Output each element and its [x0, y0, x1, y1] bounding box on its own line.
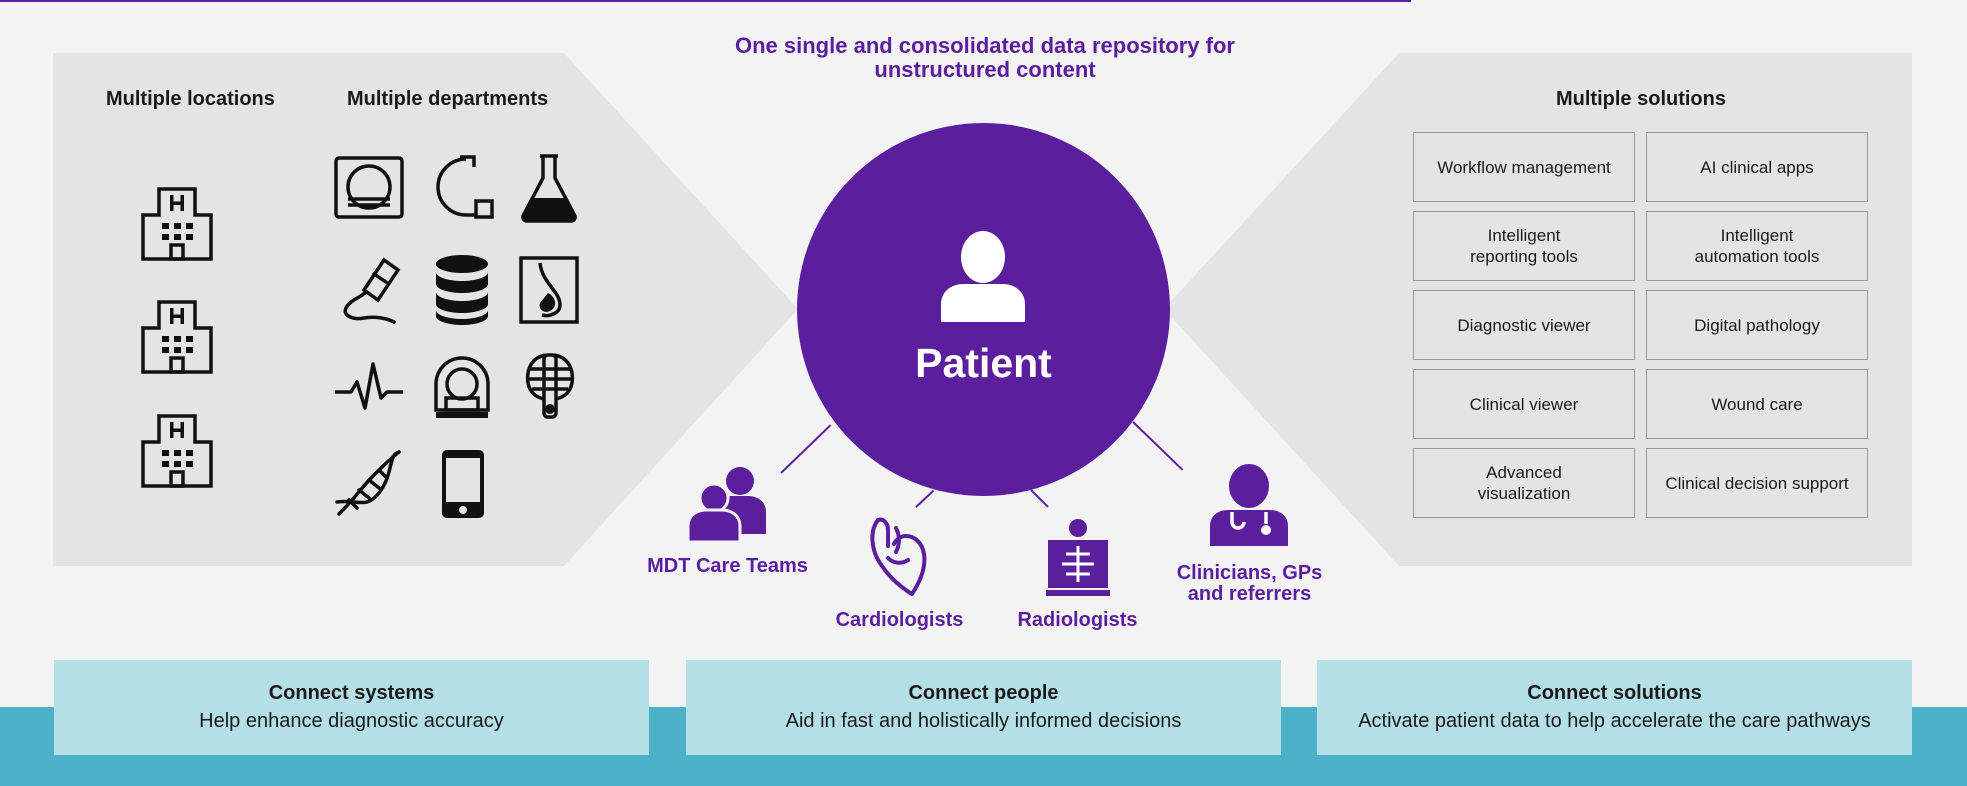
role-radiologists: Radiologists: [990, 610, 1165, 631]
solution-label-line: automation tools: [1694, 247, 1820, 266]
solution-label: Digital pathology: [1694, 315, 1820, 336]
top-accent-line: [0, 0, 1411, 2]
hospital-icon: [141, 414, 213, 488]
solution-label-line: reporting tools: [1470, 247, 1578, 266]
solution-label: Wound care: [1711, 394, 1802, 415]
database-icon: [436, 255, 488, 325]
connector-line: [915, 489, 935, 508]
solution-box: Diagnostic viewer: [1413, 290, 1635, 360]
radiologist-icon: [1046, 519, 1110, 596]
solution-box: Advanced visualization: [1413, 448, 1635, 518]
hospital-icon: [141, 187, 213, 261]
card-title: Connect systems: [268, 682, 435, 704]
solution-box: Intelligent reporting tools: [1413, 211, 1635, 281]
role-label: Radiologists: [1017, 609, 1138, 631]
connector-line: [1132, 421, 1184, 471]
card-connect-people: Connect people Aid in fast and holistica…: [686, 660, 1281, 755]
solution-label-line: Workflow management: [1437, 157, 1611, 177]
repository-tagline: One single and consolidated data reposit…: [700, 34, 1270, 82]
hospital-icon: [141, 300, 213, 374]
mri-scanner-icon: [334, 156, 404, 219]
heart-icon: [870, 517, 927, 596]
solution-label: Advanced visualization: [1478, 462, 1571, 504]
patient-icon: [941, 231, 1025, 322]
card-subtitle: Aid in fast and holistically informed de…: [785, 710, 1182, 732]
connector-line: [1030, 489, 1049, 508]
card-title: Connect solutions: [1527, 682, 1702, 704]
solution-label-line: Digital pathology: [1694, 315, 1820, 335]
solution-box: Wound care: [1646, 369, 1868, 439]
solution-label-line: Clinical viewer: [1469, 394, 1579, 414]
solution-label: Clinical decision support: [1665, 473, 1848, 494]
role-clinicians: Clinicians, GPs and referrers: [1162, 563, 1337, 605]
tagline-line: unstructured content: [874, 57, 1096, 82]
solution-box: AI clinical apps: [1646, 132, 1868, 202]
departments-title: Multiple departments: [347, 88, 549, 110]
solution-label-line: Intelligent: [1720, 226, 1794, 245]
solution-label: Diagnostic viewer: [1457, 315, 1590, 336]
role-label: Clinicians, GPs: [1176, 562, 1323, 584]
mobile-phone-icon: [442, 450, 484, 518]
locations-title: Multiple locations: [106, 88, 275, 110]
ultrasound-probe-icon: [343, 257, 401, 324]
spine-ribcage-icon: [525, 353, 575, 419]
solution-label-line: visualization: [1477, 484, 1571, 503]
tagline-line: One single and consolidated data reposit…: [735, 33, 1235, 58]
solution-box: Workflow management: [1413, 132, 1635, 202]
solution-label: Intelligent reporting tools: [1470, 225, 1578, 267]
ct-scanner-icon: [434, 356, 490, 418]
role-mdt-care-teams: MDT Care Teams: [640, 556, 815, 577]
dna-icon: [335, 450, 401, 516]
card-subtitle: Activate patient data to help accelerate…: [1358, 710, 1871, 732]
role-label: Cardiologists: [835, 609, 964, 631]
solutions-title: Multiple solutions: [1556, 88, 1726, 110]
patient-label: Patient: [915, 340, 1052, 386]
card-connect-solutions: Connect solutions Activate patient data …: [1317, 660, 1912, 755]
solution-label-line: Clinical decision support: [1665, 473, 1849, 493]
solution-box: Clinical decision support: [1646, 448, 1868, 518]
solution-box: Intelligent automation tools: [1646, 211, 1868, 281]
lab-flask-icon: [521, 154, 577, 223]
connector-line: [780, 424, 832, 474]
care-team-icon: [686, 467, 766, 542]
role-label: and referrers: [1187, 583, 1312, 605]
role-label: MDT Care Teams: [647, 555, 808, 577]
mammography-icon: [519, 256, 579, 324]
solution-label: Workflow management: [1437, 157, 1611, 178]
solution-label-line: Wound care: [1711, 394, 1803, 414]
card-connect-systems: Connect systems Help enhance diagnostic …: [54, 660, 649, 755]
role-cardiologists: Cardiologists: [812, 610, 987, 631]
card-title: Connect people: [908, 682, 1059, 704]
c-arm-icon: [436, 155, 494, 219]
solution-label: Intelligent automation tools: [1695, 225, 1820, 267]
solution-box: Clinical viewer: [1413, 369, 1635, 439]
clinician-icon: [1210, 464, 1288, 546]
solution-label: AI clinical apps: [1700, 157, 1813, 178]
solution-label-line: Intelligent: [1487, 226, 1561, 245]
card-subtitle: Help enhance diagnostic accuracy: [199, 710, 504, 732]
solution-label-line: Diagnostic viewer: [1457, 315, 1591, 335]
ecg-waveform-icon: [335, 362, 403, 410]
solution-label-line: AI clinical apps: [1700, 157, 1814, 177]
solution-label-line: Advanced: [1486, 463, 1562, 482]
solution-label: Clinical viewer: [1470, 394, 1579, 415]
solution-box: Digital pathology: [1646, 290, 1868, 360]
